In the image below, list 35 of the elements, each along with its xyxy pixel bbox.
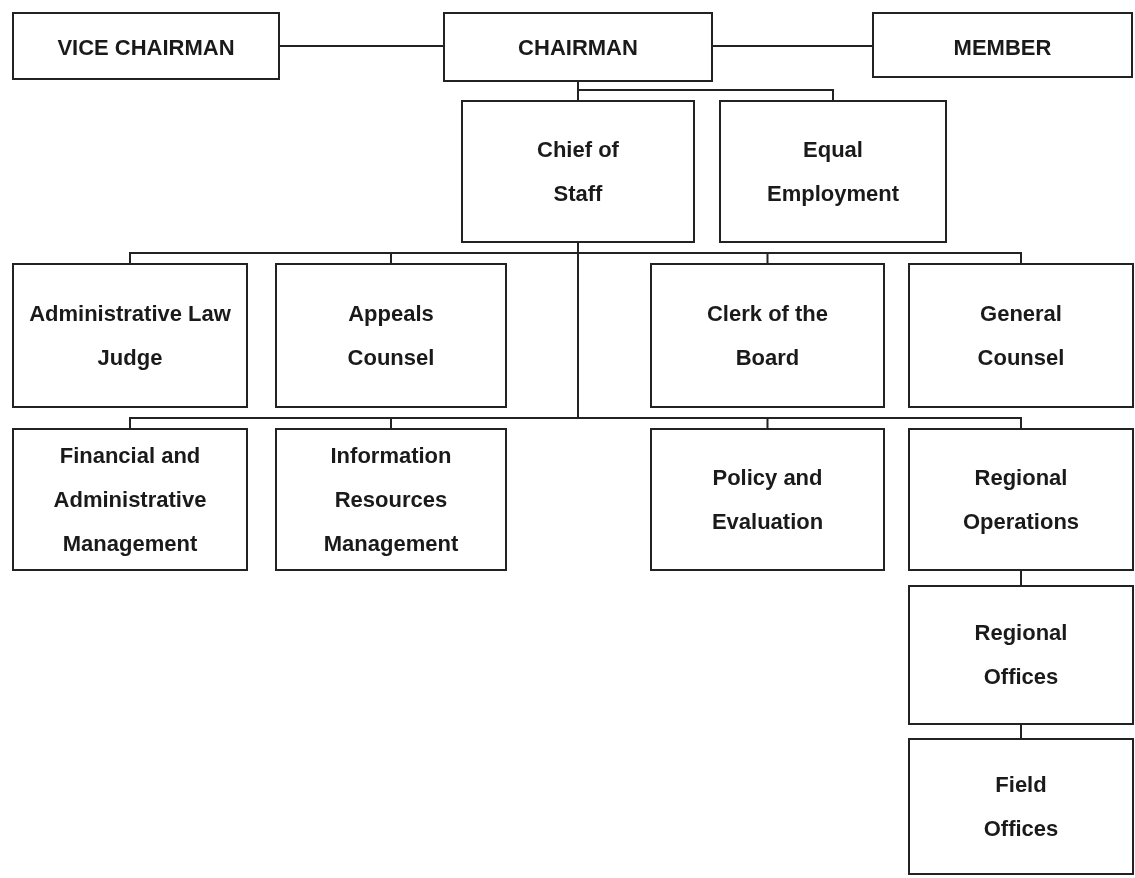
box-label: Equal Employment bbox=[766, 135, 900, 208]
connector-line bbox=[1020, 724, 1022, 739]
org-box bbox=[12, 12, 280, 80]
org-box bbox=[872, 12, 1133, 78]
box-label: Information Resources Management bbox=[322, 441, 460, 558]
org-box bbox=[275, 428, 507, 571]
box-label: CHAIRMAN bbox=[518, 34, 638, 62]
org-box bbox=[908, 585, 1134, 725]
box-label: Regional Offices bbox=[973, 619, 1069, 691]
org-box bbox=[908, 428, 1134, 571]
org-box bbox=[719, 100, 947, 243]
org-box bbox=[650, 428, 885, 571]
box-label: Appeals Counsel bbox=[346, 299, 436, 372]
connector-line bbox=[279, 45, 444, 47]
org-box bbox=[908, 263, 1134, 408]
org-box bbox=[275, 263, 507, 408]
connector-line bbox=[1020, 570, 1022, 586]
box-label: Field Offices bbox=[982, 770, 1060, 843]
org-box bbox=[461, 100, 695, 243]
connector-line bbox=[577, 81, 834, 101]
org-box bbox=[443, 12, 713, 82]
box-label: Chief of Staff bbox=[536, 135, 620, 208]
box-label: Policy and Evaluation bbox=[710, 463, 825, 536]
box-label: General Counsel bbox=[976, 299, 1066, 372]
box-label: Regional Operations bbox=[961, 463, 1081, 536]
org-box bbox=[908, 738, 1134, 875]
box-label: VICE CHAIRMAN bbox=[57, 34, 235, 62]
org-box bbox=[650, 263, 885, 408]
connector-line bbox=[712, 45, 873, 47]
box-label: Financial and Administrative Management bbox=[52, 441, 208, 558]
box-label: Clerk of the Board bbox=[706, 299, 829, 372]
org-box bbox=[12, 263, 248, 408]
box-label: Administrative Law Judge bbox=[28, 299, 232, 372]
box-label: MEMBER bbox=[953, 34, 1052, 62]
org-box bbox=[12, 428, 248, 571]
